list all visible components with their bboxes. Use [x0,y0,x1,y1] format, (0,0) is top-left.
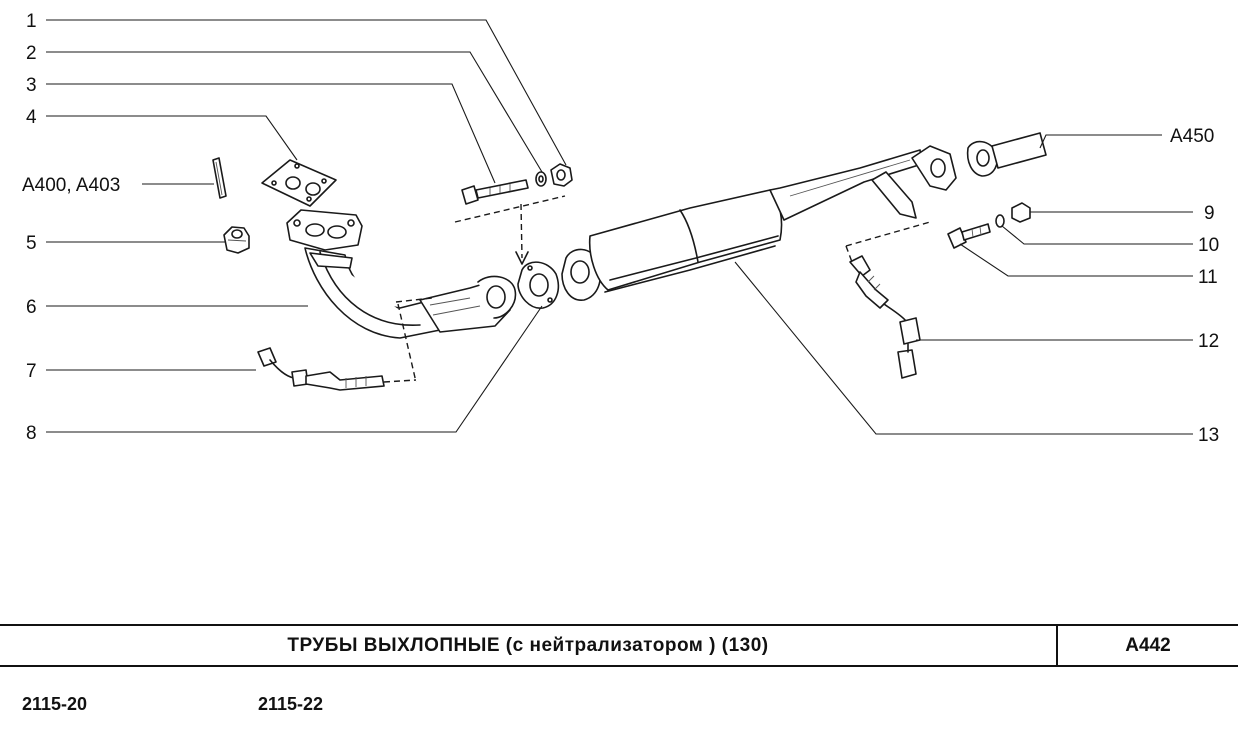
callout-6: 6 [26,297,37,318]
callout-11: 11 [1198,267,1218,288]
callout-a450: A450 [1170,126,1214,147]
callout-9: 9 [1204,203,1215,224]
part-7-oxygen-sensor [257,347,385,391]
callout-3: 3 [26,75,37,96]
part-2-washer [535,171,547,187]
callout-5: 5 [26,233,37,254]
part-8-gasket [517,261,560,309]
title-block: ТРУБЫ ВЫХЛОПНЫЕ (с нейтрализатором ) (13… [0,624,1238,667]
parts-drawing [212,132,1047,391]
callout-a400-a403: A400, A403 [22,175,120,196]
model-code: 2115-20 [22,694,88,714]
exhaust-pipes-diagram: 1 2 3 4 A400, A403 5 6 7 8 A450 9 10 11 … [22,11,1219,446]
callout-7: 7 [26,361,37,382]
callout-1: 1 [26,11,37,32]
part-6-front-pipe [286,209,517,339]
part-11-bolt [947,223,991,249]
model-code: 2115-22 [258,694,324,714]
part-4-gasket [261,159,337,207]
part-5-nut [223,226,250,254]
callout-10: 10 [1198,235,1219,256]
page-title: ТРУБЫ ВЫХЛОПНЫЕ (с нейтрализатором ) (13… [0,626,1058,665]
callout-2: 2 [26,43,37,64]
leader-lines [46,19,1193,435]
callout-labels: 1 2 3 4 A400, A403 5 6 7 8 A450 9 10 11 … [22,11,1219,446]
part-a400-stud [212,157,227,199]
catalog-code: A442 [1125,635,1171,656]
part-13-catalytic-converter [561,149,923,301]
part-12-oxygen-sensor [849,255,921,379]
callout-13: 13 [1198,425,1219,446]
part-a450-pipe [966,132,1047,177]
part-3-bolt [461,179,529,205]
callout-12: 12 [1198,331,1219,352]
part-1-nut [550,163,573,187]
part-10-washer [995,214,1005,228]
part-9-nut [1011,202,1031,223]
callout-4: 4 [26,107,37,128]
assembly-dash-lines [383,195,931,383]
part-rear-flange [871,145,957,219]
callout-8: 8 [26,423,37,444]
